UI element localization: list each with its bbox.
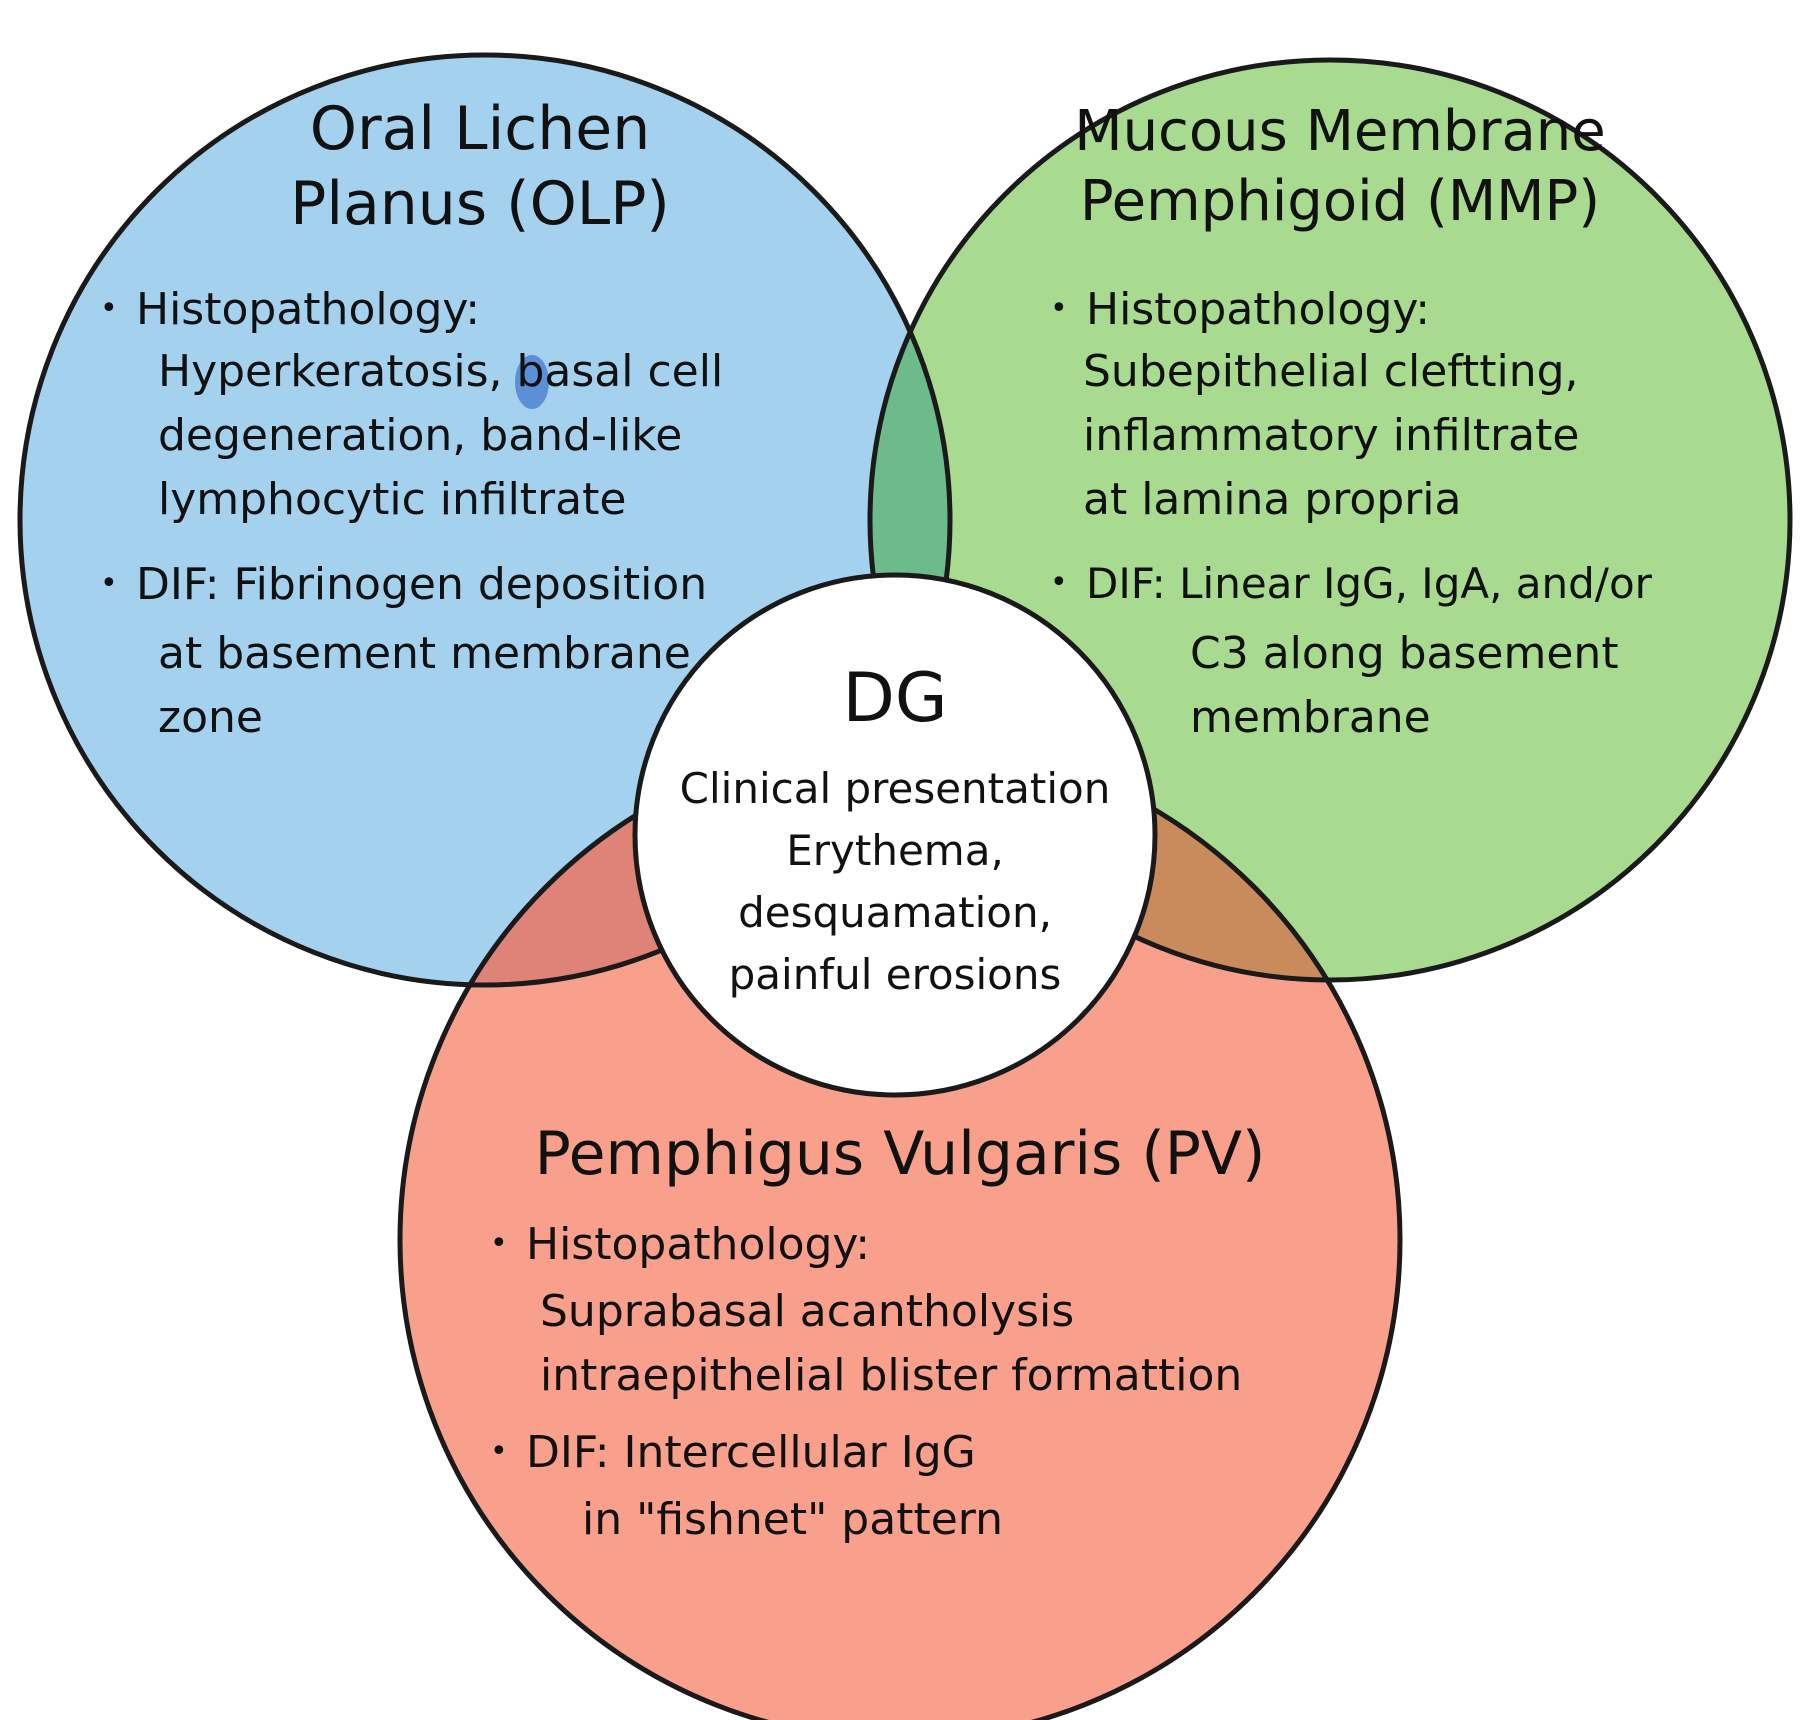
olp-histo-text: Hyperkeratosis, basal cell degeneration,… — [158, 346, 724, 525]
mmp-title-line1: Mucous Membrane — [1074, 99, 1606, 164]
olp-dif-label: DIF: Fibrinogen deposition — [136, 559, 708, 610]
mmp-dif-text: C3 along basement membrane — [1190, 628, 1619, 743]
pv-histo-text: Suprabasal acantholysis intraepithelial … — [540, 1286, 1243, 1401]
bullet-icon: • — [100, 291, 118, 326]
olp-title-line2: Planus (OLP) — [290, 169, 670, 239]
olp-histo-label: Histopathology: — [136, 284, 481, 335]
bullet-icon: • — [490, 1226, 508, 1261]
mmp-histo-label: Histopathology: — [1086, 284, 1431, 335]
pv-dif-bullet: • DIF: Intercellular IgG — [490, 1427, 976, 1479]
bullet-icon: • — [100, 566, 118, 601]
center-title: DG — [842, 659, 948, 738]
center-text: Clinical presentation Erythema, desquama… — [679, 764, 1111, 999]
pv-histo-label: Histopathology: — [526, 1219, 871, 1270]
olp-title-line1: Oral Lichen — [309, 94, 651, 164]
center-circle — [632, 572, 1158, 1098]
pv-dif-text: in "fishnet" pattern — [582, 1494, 1003, 1545]
blue-marker — [515, 355, 549, 409]
mmp-dif-bullet: • DIF: Linear IgG, IgA, and/or — [1050, 559, 1652, 608]
pv-circle — [400, 740, 1400, 1720]
pv-title: Pemphigus Vulgaris (PV) — [534, 1119, 1266, 1189]
mmp-histo-text: Subepithelial cleftting, inflammatory in… — [1083, 346, 1580, 525]
olp-dif-text: at basement membrane zone — [158, 628, 691, 743]
pv-histo-bullet: • Histopathology: — [490, 1219, 871, 1271]
mmp-dif-label: DIF: Linear IgG, IgA, and/or — [1086, 559, 1652, 608]
mmp-title-line2: Pemphigoid (MMP) — [1079, 169, 1601, 235]
mmp-histo-bullet: • Histopathology: — [1050, 284, 1431, 336]
olp-histo-bullet: • Histopathology: — [100, 284, 481, 336]
bullet-icon: • — [490, 1434, 508, 1469]
olp-title: Oral Lichen Planus (OLP) — [180, 95, 780, 239]
pv-dif-label: DIF: Intercellular IgG — [526, 1427, 976, 1478]
bullet-icon: • — [1050, 291, 1068, 326]
bullet-icon: • — [1050, 565, 1068, 600]
mmp-title: Mucous Membrane Pemphigoid (MMP) — [1030, 99, 1650, 235]
olp-dif-bullet: • DIF: Fibrinogen deposition — [100, 559, 708, 611]
olp-outline — [17, 52, 953, 988]
